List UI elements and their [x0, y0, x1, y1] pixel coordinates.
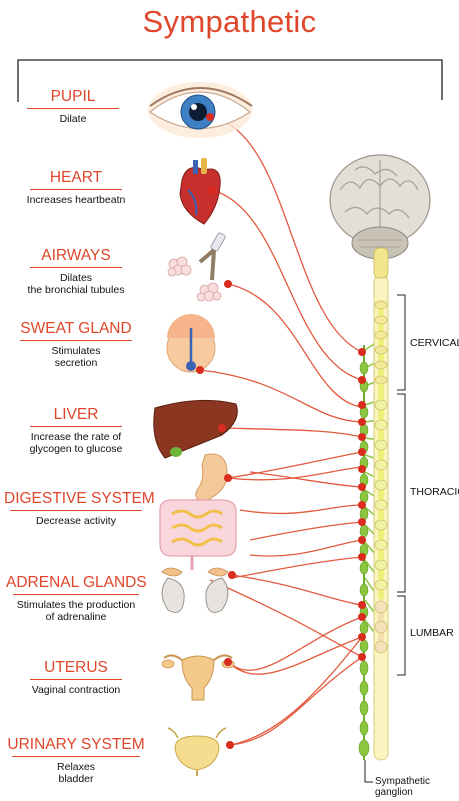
organ-label-sweat-gland: SWEAT GLAND Stimulates secretion: [14, 320, 138, 369]
organ-effect: Increase the rate of glycogen to glucose: [14, 431, 138, 455]
organ-rule: [20, 340, 132, 341]
sweat-gland-icon: [167, 314, 215, 372]
organ-effect: Relaxes bladder: [6, 761, 146, 785]
organ-effect: Stimulates the production of adrenaline: [6, 599, 146, 623]
digestive-system-icon: [160, 454, 236, 570]
airways-icon: [168, 232, 226, 301]
organ-effect: Stimulates secretion: [14, 345, 138, 369]
region-label-lumbar: LUMBAR: [410, 627, 454, 639]
adrenal-glands-icon: [162, 568, 228, 612]
organ-label-pupil: PUPIL Dilate: [18, 88, 128, 125]
organ-label-liver: LIVER Increase the rate of glycogen to g…: [14, 406, 138, 455]
organ-effect: Increases heartbeatn: [14, 194, 138, 206]
region-label-thoracic: THORACIC: [410, 486, 459, 498]
organ-effect: Dilate: [18, 113, 128, 125]
organ-label-urinary-system: URINARY SYSTEM Relaxes bladder: [6, 736, 146, 785]
eye-icon: [148, 82, 252, 138]
organ-name: AIRWAYS: [14, 247, 138, 265]
ganglion-pointer: [365, 760, 373, 782]
organ-label-uterus: UTERUS Vaginal contraction: [14, 659, 138, 696]
organ-name: UTERUS: [14, 659, 138, 677]
region-label-cervical: CERVICAL: [410, 337, 459, 349]
organ-effect: Decrease activity: [4, 515, 148, 527]
organ-name: PUPIL: [18, 88, 128, 106]
organ-label-heart: HEART Increases heartbeatn: [14, 169, 138, 206]
urinary-system-icon: [168, 728, 226, 776]
organ-rule: [30, 426, 122, 427]
organ-effect: Dilates the bronchial tubules: [14, 272, 138, 296]
organ-label-digestive-system: DIGESTIVE SYSTEM Decrease activity: [4, 490, 148, 527]
organ-label-adrenal-glands: ADRENAL GLANDS Stimulates the production…: [6, 574, 146, 623]
organ-name: ADRENAL GLANDS: [6, 574, 146, 592]
organ-name: LIVER: [14, 406, 138, 424]
organ-rule: [30, 679, 122, 680]
organ-rule: [30, 267, 122, 268]
organ-rule: [30, 189, 122, 190]
organ-rule: [27, 108, 119, 109]
organ-effect: Vaginal contraction: [14, 684, 138, 696]
organ-label-airways: AIRWAYS Dilates the bronchial tubules: [14, 247, 138, 296]
uterus-icon: [162, 655, 234, 700]
organ-name: URINARY SYSTEM: [6, 736, 146, 754]
region-brackets: [397, 295, 405, 675]
organ-rule: [12, 756, 140, 757]
brain-icon: [330, 155, 430, 278]
organ-rule: [13, 594, 139, 595]
organ-name: DIGESTIVE SYSTEM: [4, 490, 148, 508]
page-title: Sympathetic: [0, 4, 459, 40]
organ-name: SWEAT GLAND: [14, 320, 138, 338]
ganglion-label: Sympathetic ganglion: [375, 776, 430, 798]
organ-rule: [10, 510, 142, 511]
organ-name: HEART: [14, 169, 138, 187]
